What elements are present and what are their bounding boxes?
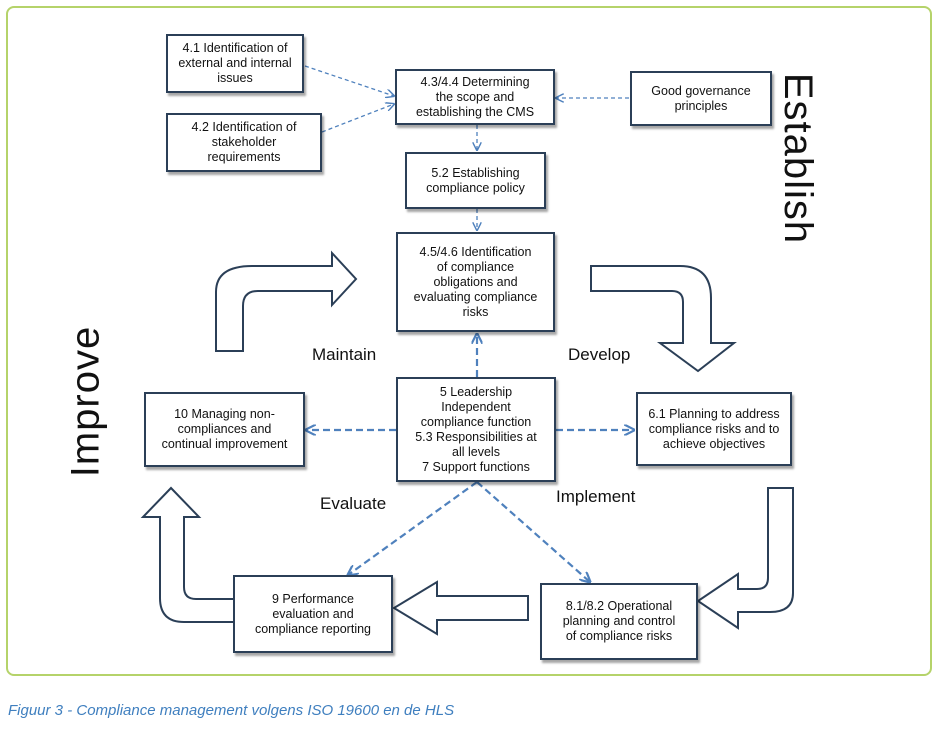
box-4-5-compliance-obligations: 4.5/4.6 Identification of compliance obl… [396,232,555,332]
box-4-3-scope-cms: 4.3/4.4 Determining the scope and establ… [395,69,555,125]
label-improve: Improve [63,325,108,478]
label-develop: Develop [568,345,631,364]
arrow-41-to-43 [304,65,394,96]
label-evaluate: Evaluate [320,494,387,513]
maintain-curved-arrow [215,250,358,352]
arrow-5-to-9 [348,481,478,575]
figure-caption: Figuur 3 - Compliance management volgens… [8,702,455,719]
box-5-leadership: 5 Leadership Independent compliance func… [396,377,556,482]
arrow-5-to-81 [476,481,590,582]
evaluate-straight-arrow [392,580,529,636]
box-10-nonconformities: 10 Managing non- compliances and continu… [144,392,305,467]
box-4-2-stakeholder-requirements: 4.2 Identification of stakeholder requir… [166,113,322,172]
improve-curved-arrow [140,486,237,623]
box-8-1-operational-planning: 8.1/8.2 Operational planning and control… [540,583,698,660]
develop-curved-arrow [590,265,737,373]
box-5-2-compliance-policy: 5.2 Establishing compliance policy [405,152,546,209]
arrow-42-to-43 [321,104,394,133]
figure-frame [6,6,932,676]
box-9-performance-evaluation: 9 Performance evaluation and compliance … [233,575,393,653]
implement-curved-arrow [696,487,794,630]
label-implement: Implement [556,487,636,506]
box-6-1-planning: 6.1 Planning to address compliance risks… [636,392,792,466]
label-maintain: Maintain [312,345,377,364]
box-good-governance: Good governance principles [630,71,772,126]
box-4-1-issues: 4.1 Identification of external and inter… [166,34,304,93]
label-establish: Establish [776,72,821,245]
